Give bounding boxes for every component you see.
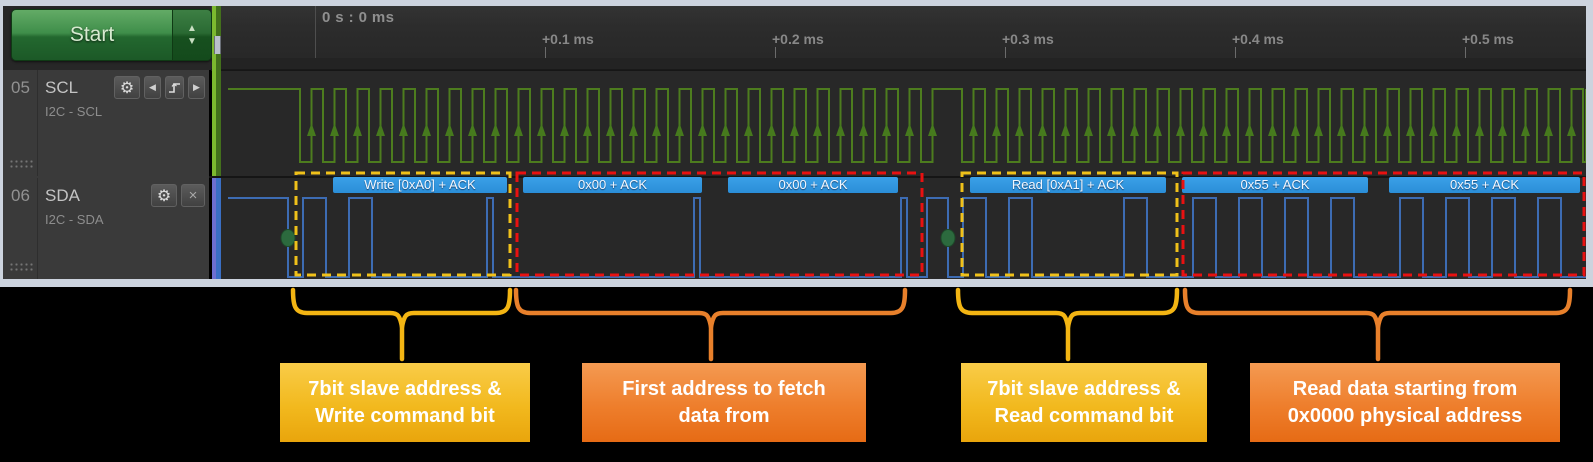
callout-brace [513,287,908,330]
row-drag-grip[interactable] [9,159,35,168]
gear-glyph: ⚙ [119,79,135,97]
gear-glyph: ⚙ [156,187,172,205]
callout-label-line: Read data starting from [1292,377,1518,400]
gear-icon[interactable]: ⚙ [151,184,177,207]
close-glyph: × [188,187,198,204]
callout-brace [955,287,1180,330]
i2c-decoder-bubble[interactable]: Write [0xA0] + ACK [333,177,507,193]
start-button-label: Start [69,23,115,46]
window-top-edge [0,0,1593,6]
start-options-button[interactable]: ▲ ▼ [172,10,211,60]
callout-label-line: Write command bit [315,404,495,427]
next-arrow-icon[interactable]: ▶ [188,76,205,99]
timeline-tick-label: +0.5 ms [1462,31,1514,47]
window-bottom-scrollbar[interactable] [0,279,1593,287]
timeline-subheader [211,58,1586,71]
next-glyph: ▶ [193,82,200,92]
callout-label-line: 7bit slave address & [987,377,1181,400]
i2c-decoder-bubble[interactable]: 0x55 + ACK [1389,177,1580,193]
gear-icon[interactable]: ⚙ [114,76,140,99]
channel-protocol-label: I2C - SCL [45,104,103,119]
channel-label-panel: 05 SCL I2C - SCL ⚙ ◀ ▶ 06 SDA I2C - SDA … [3,70,209,279]
divider [3,69,1586,70]
channel-row-sda[interactable]: 06 SDA I2C - SDA ⚙ × [3,178,209,279]
window-right-scrollbar[interactable] [1586,0,1593,287]
i2c-decoder-bubble[interactable]: 0x55 + ACK [1182,177,1368,193]
i2c-decoder-bubble[interactable]: 0x00 + ACK [728,177,898,193]
timeline-tick-label: +0.1 ms [542,31,594,47]
channel-row-scl[interactable]: 05 SCL I2C - SCL ⚙ ◀ ▶ [3,70,209,176]
callout-label-box: Read data starting from 0x0000 physical a… [1250,363,1560,442]
timeline-tick-mark [545,47,546,58]
timeline-tick-mark [1465,47,1466,58]
pane-splitter-handle[interactable] [214,36,221,54]
scl-channel-color-bar [212,6,221,176]
timeline-header[interactable] [211,6,1586,59]
scl-waveform-track[interactable] [221,70,1586,176]
i2c-decoder-bubble[interactable]: Read [0xA1] + ACK [970,177,1166,193]
timeline-tick-label: +0.2 ms [772,31,824,47]
callout-brace [1182,287,1573,330]
start-button-group: Start ▲ ▼ [11,9,212,61]
i2c-decoder-bubble[interactable]: 0x00 + ACK [523,177,702,193]
toolbar: Start ▲ ▼ [3,6,212,70]
timeline-tick-label: +0.3 ms [1002,31,1054,47]
prev-glyph: ◀ [149,82,156,92]
divider [37,178,38,279]
divider [37,70,38,176]
prev-arrow-icon[interactable]: ◀ [144,76,161,99]
channel-number: 06 [11,186,30,205]
arrow-up-icon: ▲ [187,22,197,34]
arrow-down-icon: ▼ [187,35,197,47]
callout-label-box: 7bit slave address & Write command bit [280,363,530,442]
window-left-edge [0,0,3,287]
row-drag-grip[interactable] [9,262,35,271]
rising-edge-trigger-icon[interactable] [165,76,184,99]
sda-waveform-track[interactable] [221,178,1586,279]
timeline-tick-mark [1005,47,1006,58]
channel-number: 05 [11,78,30,97]
sda-channel-color-bar [212,178,221,279]
timeline-origin-gridline [315,6,316,58]
channel-name: SDA [45,186,80,205]
callout-label-box: First address to fetch data from [582,363,866,442]
callout-brace [290,287,513,330]
timeline-origin-label: 0 s : 0 ms [322,9,395,26]
channel-name: SCL [45,78,79,97]
callout-label-line: 0x0000 physical address [1287,404,1523,427]
channel-protocol-label: I2C - SDA [45,212,104,227]
callout-label-line: 7bit slave address & [308,377,502,400]
close-icon[interactable]: × [181,184,205,207]
callout-label-box: 7bit slave address & Read command bit [961,363,1207,442]
timeline-tick-label: +0.4 ms [1232,31,1284,47]
start-button[interactable]: Start [12,10,172,60]
timeline-tick-mark [775,47,776,58]
callout-label-line: Read command bit [994,404,1174,427]
timeline-tick-mark [1235,47,1236,58]
callout-label-line: data from [678,404,770,427]
callout-label-line: First address to fetch [622,377,826,400]
